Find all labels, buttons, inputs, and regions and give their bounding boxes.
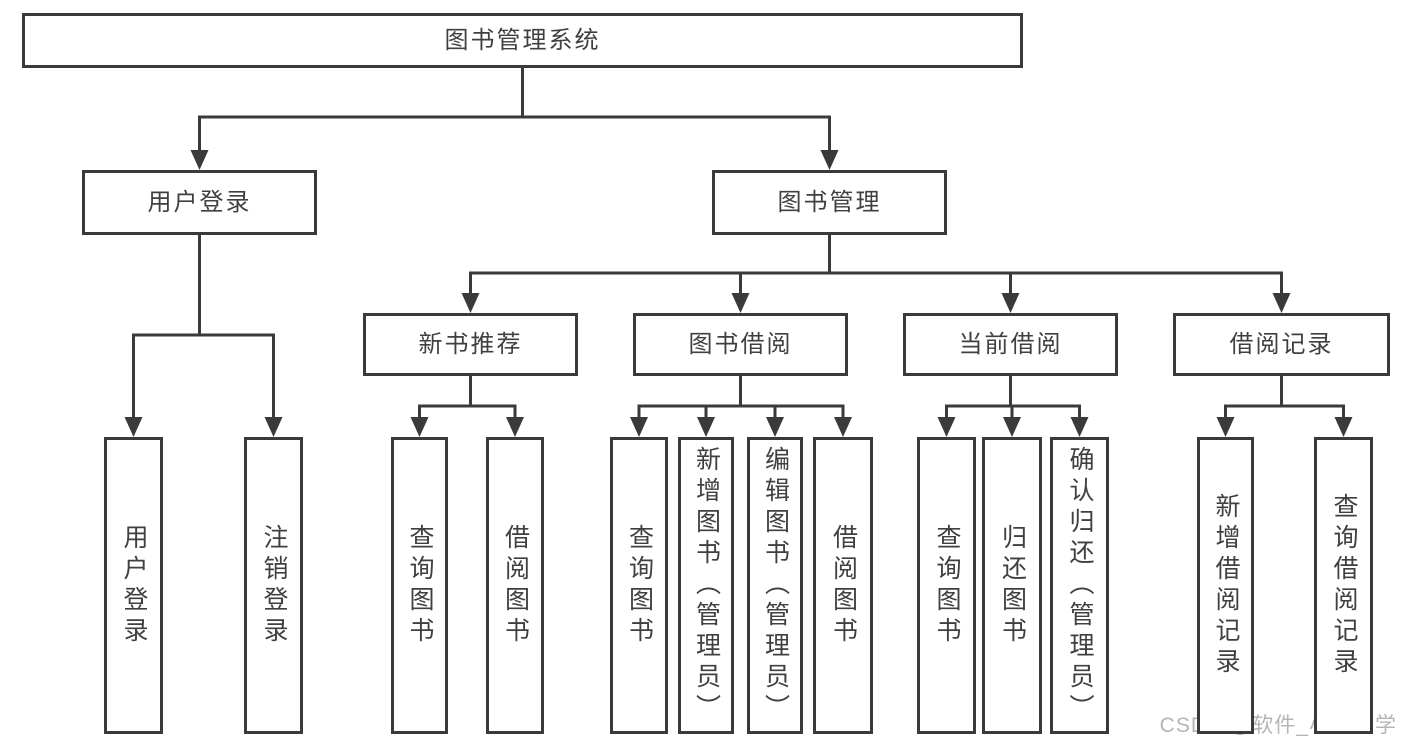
diagram-node-label: 查询借阅记录 [1330,492,1358,679]
diagram-node-label: 用户登录 [147,188,252,216]
diagram-node-add-record: 新增借阅记录 [1197,437,1254,734]
diagram-node-add-book: 新增图书（管理员） [678,437,734,734]
arrowhead-down-icon [506,417,524,437]
diagram-node-label: 图书借阅 [688,330,793,358]
arrowhead-down-icon [461,293,480,313]
diagram-node-root: 图书管理系统 [22,13,1023,68]
arrowhead-down-icon [766,417,784,437]
diagram-node-logout-leaf: 注销登录 [244,437,303,734]
diagram-node-label: 新书推荐 [418,330,523,358]
arrowhead-down-icon [1001,293,1020,313]
diagram-node-label: 借阅图书 [829,523,858,648]
diagram-node-query-record: 查询借阅记录 [1314,437,1373,734]
diagram-node-label: 用户登录 [120,523,148,648]
diagram-node-label: 当前借阅 [958,330,1063,358]
diagram-node-label: 新增图书（管理员） [692,446,721,725]
edge-current-borrow [937,374,1089,437]
arrowhead-down-icon [1070,417,1089,437]
diagram-node-label: 借阅图书 [501,523,530,648]
diagram-node-book-borrow: 图书借阅 [633,313,848,376]
diagram-node-label: 查询图书 [406,523,434,648]
connector-line [637,374,845,422]
diagram-node-label: 查询图书 [933,523,961,648]
diagram-node-label: 图书管理 [777,188,882,216]
arrowhead-down-icon [264,417,283,437]
connector-line [1224,374,1345,422]
connector-line [945,374,1081,422]
diagram-node-confirm-return: 确认归还（管理员） [1050,437,1109,734]
edge-book-borrow [630,374,852,437]
edge-root [190,66,839,170]
diagram-node-label: 注销登录 [260,523,288,648]
diagram-node-label: 编辑图书（管理员） [761,446,790,725]
arrowhead-down-icon [1272,293,1291,313]
diagram-node-current-borrow: 当前借阅 [903,313,1118,376]
arrowhead-down-icon [630,417,648,437]
arrowhead-down-icon [1216,417,1235,437]
diagram-node-label: 确认归还（管理员） [1066,446,1094,725]
diagram-node-edit-book: 编辑图书（管理员） [747,437,803,734]
diagram-node-login-leaf: 用户登录 [104,437,163,734]
diagram-node-label: 新增借阅记录 [1212,492,1240,679]
diagram-node-borrow-record: 借阅记录 [1173,313,1390,376]
edge-borrow-record [1216,374,1353,437]
arrowhead-down-icon [190,150,209,170]
diagram-node-borrow-book-1: 借阅图书 [486,437,544,734]
arrowhead-down-icon [937,417,956,437]
arrowhead-down-icon [410,417,429,437]
diagram-node-query-book-1: 查询图书 [391,437,448,734]
arrowhead-down-icon [834,417,852,437]
diagram-node-borrow-book-2: 借阅图书 [813,437,873,734]
arrowhead-down-icon [1003,417,1021,437]
arrowhead-down-icon [820,150,839,170]
diagram-node-book-mgmt: 图书管理 [712,170,947,235]
diagram-node-user-login: 用户登录 [82,170,317,235]
arrowhead-down-icon [124,417,143,437]
diagram-node-query-book-2: 查询图书 [610,437,668,734]
diagram-node-label: 图书管理系统 [444,26,601,54]
diagram-node-label: 归还图书 [998,523,1027,648]
arrowhead-down-icon [1334,417,1353,437]
diagram-node-label: 借阅记录 [1229,330,1334,358]
edge-new-book-rec [410,374,524,437]
diagram-node-return-book: 归还图书 [982,437,1042,734]
edge-book-mgmt [461,233,1291,313]
arrowhead-down-icon [697,417,715,437]
diagram-node-label: 查询图书 [625,523,654,648]
connector-line [198,66,831,155]
connector-line [132,233,275,422]
connector-line [418,374,517,422]
edge-user-login [124,233,283,437]
diagram-node-new-book-rec: 新书推荐 [363,313,578,376]
diagram-node-query-book-3: 查询图书 [917,437,976,734]
connector-line [469,233,1283,298]
arrowhead-down-icon [731,293,750,313]
